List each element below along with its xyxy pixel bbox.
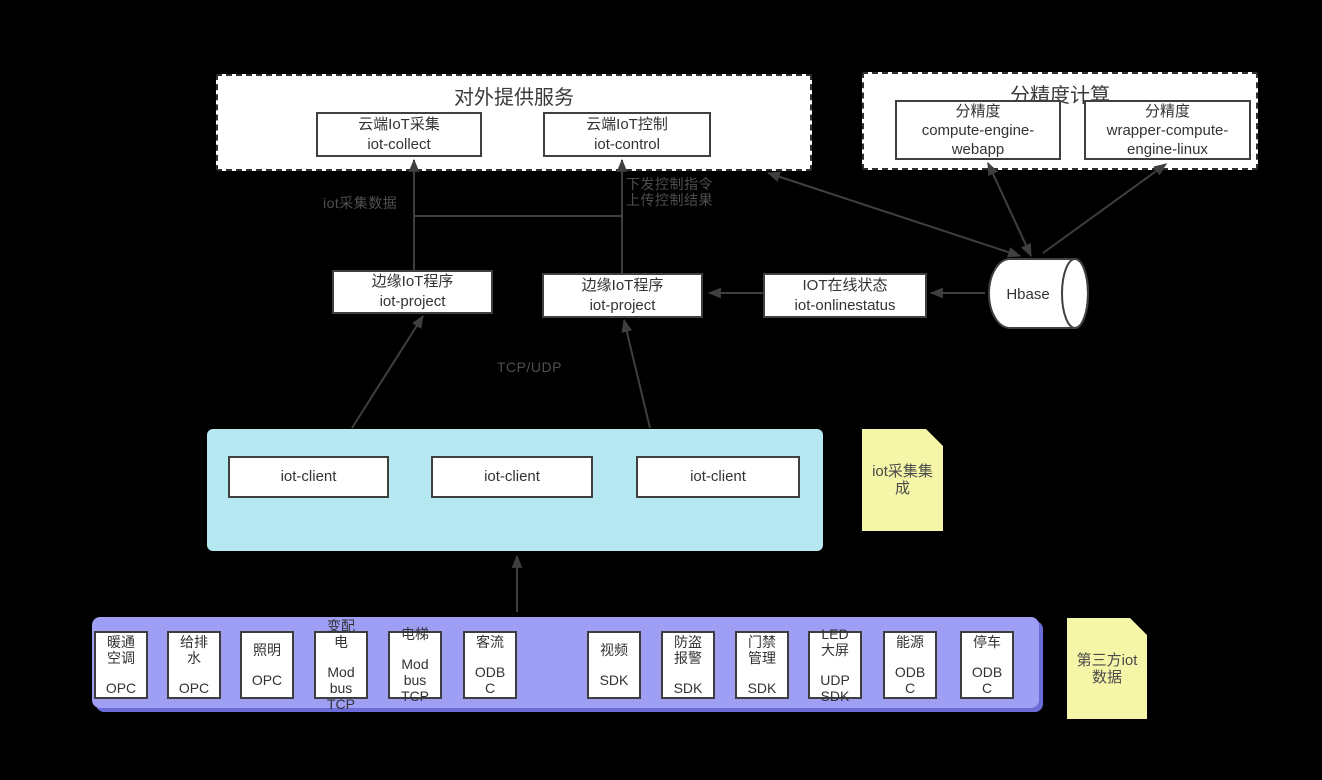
- device-name: 给排 水: [180, 634, 208, 666]
- device-box-access-control: 门禁 管理 SDK: [735, 631, 789, 699]
- node-edge-iot-project-left: 边缘IoT程序 iot-project: [332, 270, 493, 314]
- device-protocol: OPC: [178, 680, 210, 696]
- node-iot-collect: 云端IoT采集 iot-collect: [316, 112, 482, 157]
- device-protocol: ODB C: [474, 664, 506, 696]
- device-name: 变配 电: [327, 618, 355, 650]
- node-iot-onlinestatus: IOT在线状态 iot-onlinestatus: [763, 273, 927, 318]
- device-protocol: SDK: [673, 680, 703, 696]
- service-group: 对外提供服务: [216, 74, 812, 171]
- device-protocol: UDP SDK: [820, 672, 850, 704]
- label-control-flow: 下发控制指令 上传控制结果: [626, 176, 713, 208]
- sticky-third-party-iot-data-text: 第三方iot 数据: [1076, 651, 1138, 686]
- sticky-fold-icon: [926, 429, 943, 446]
- node-wrapper-compute-engine-linux: 分精度 wrapper-compute- engine-linux: [1084, 100, 1251, 160]
- device-name: 停车: [973, 634, 1001, 650]
- device-box-energy: 能源 ODB C: [883, 631, 937, 699]
- device-protocol: Mod bus TCP: [401, 656, 429, 704]
- label-iot-collect-data: iot采集数据: [323, 195, 398, 211]
- device-protocol: OPC: [251, 672, 283, 688]
- device-protocol: ODB C: [894, 664, 926, 696]
- device-box-lighting: 照明 OPC: [240, 631, 294, 699]
- arrow-clients-to-edge-right: [621, 318, 651, 429]
- device-box-burglar-alarm: 防盗 报警 SDK: [661, 631, 715, 699]
- label-tcp-udp: TCP/UDP: [497, 359, 562, 375]
- hbase-label: Hbase: [1006, 286, 1050, 303]
- node-edge-iot-project-right: 边缘IoT程序 iot-project: [542, 273, 703, 318]
- device-box-passenger-flow: 客流 ODB C: [463, 631, 517, 699]
- arrow-hbase-wrapper-compute: [1042, 163, 1167, 254]
- device-protocol: SDK: [599, 672, 629, 688]
- device-box-hvac: 暖通 空调 OPC: [94, 631, 148, 699]
- service-group-title: 对外提供服务: [454, 87, 574, 109]
- sticky-iot-collect-integration: iot采集集 成: [862, 429, 943, 531]
- arrow-hbase-service-group: [766, 171, 1022, 258]
- device-box-water: 给排 水 OPC: [167, 631, 221, 699]
- device-box-led-screen: LED 大屏 UDP SDK: [808, 626, 862, 704]
- device-protocol: ODB C: [971, 664, 1003, 696]
- node-iot-client-2: iot-client: [431, 456, 593, 498]
- arrow-hbase-compute-webapp: [987, 162, 1032, 257]
- node-iot-client-1: iot-client: [228, 456, 389, 498]
- node-iot-client-3: iot-client: [636, 456, 800, 498]
- device-protocol: SDK: [747, 680, 777, 696]
- device-protocol: Mod bus TCP: [327, 664, 355, 712]
- sticky-iot-collect-integration-text: iot采集集 成: [872, 463, 933, 497]
- arrow-clients-to-edge-left: [351, 315, 424, 429]
- device-name: 门禁 管理: [748, 634, 776, 666]
- device-name: 照明: [253, 642, 281, 658]
- node-compute-engine-webapp: 分精度 compute-engine- webapp: [895, 100, 1061, 160]
- device-name: 能源: [896, 634, 924, 650]
- device-box-parking: 停车 ODB C: [960, 631, 1014, 699]
- sticky-third-party-iot-data: 第三方iot 数据: [1067, 618, 1147, 719]
- device-box-elevator: 电梯 Mod bus TCP: [388, 626, 442, 704]
- device-name: 防盗 报警: [674, 634, 702, 666]
- device-name: 客流: [476, 634, 504, 650]
- device-box-power: 变配 电 Mod bus TCP: [314, 618, 368, 712]
- node-iot-control: 云端IoT控制 iot-control: [543, 112, 711, 157]
- device-name: 暖通 空调: [107, 634, 135, 666]
- device-protocol: OPC: [105, 680, 137, 696]
- sticky-fold-icon: [1130, 618, 1147, 635]
- device-name: 电梯: [401, 626, 429, 642]
- device-name: LED 大屏: [821, 626, 849, 658]
- device-box-video: 视频 SDK: [587, 631, 641, 699]
- device-name: 视频: [600, 642, 628, 658]
